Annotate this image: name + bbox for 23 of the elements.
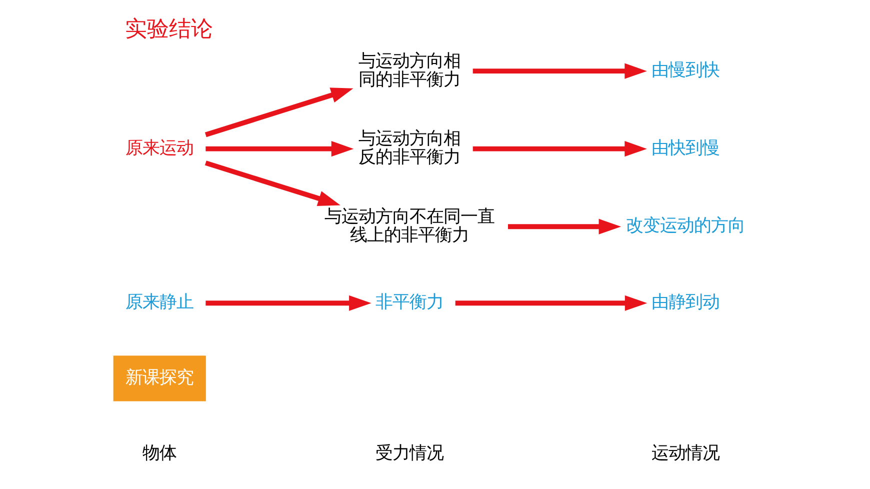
node-text: 由快到慢 xyxy=(650,138,719,158)
node-text: 与运动方向不在同一直线上的非平衡力 xyxy=(324,206,494,246)
node-text: 与运动方向相同的非平衡力 xyxy=(358,51,460,90)
node-text: 由静到动 xyxy=(650,292,719,313)
arrow xyxy=(454,295,647,311)
node-box: 新课探究 xyxy=(112,356,206,402)
arrow xyxy=(204,88,353,138)
node-text: 原来运动 xyxy=(125,138,194,158)
node-text: 由慢到快 xyxy=(650,60,719,81)
node-text: 与运动方向相反的非平衡力 xyxy=(358,129,460,168)
arrow xyxy=(472,141,646,157)
node-text: 非平衡力 xyxy=(375,292,444,313)
diagram-title: 实验结论 xyxy=(124,16,212,42)
arrow xyxy=(205,141,354,157)
arrow xyxy=(472,63,646,79)
arrow xyxy=(205,295,371,311)
label: 运动情况 xyxy=(650,443,719,464)
label: 物体 xyxy=(142,443,176,464)
node-text: 改变运动的方向 xyxy=(625,216,744,236)
arrow xyxy=(507,218,621,234)
arrow xyxy=(204,160,340,206)
label: 受力情况 xyxy=(375,443,444,464)
node-text: 原来静止 xyxy=(125,292,194,313)
